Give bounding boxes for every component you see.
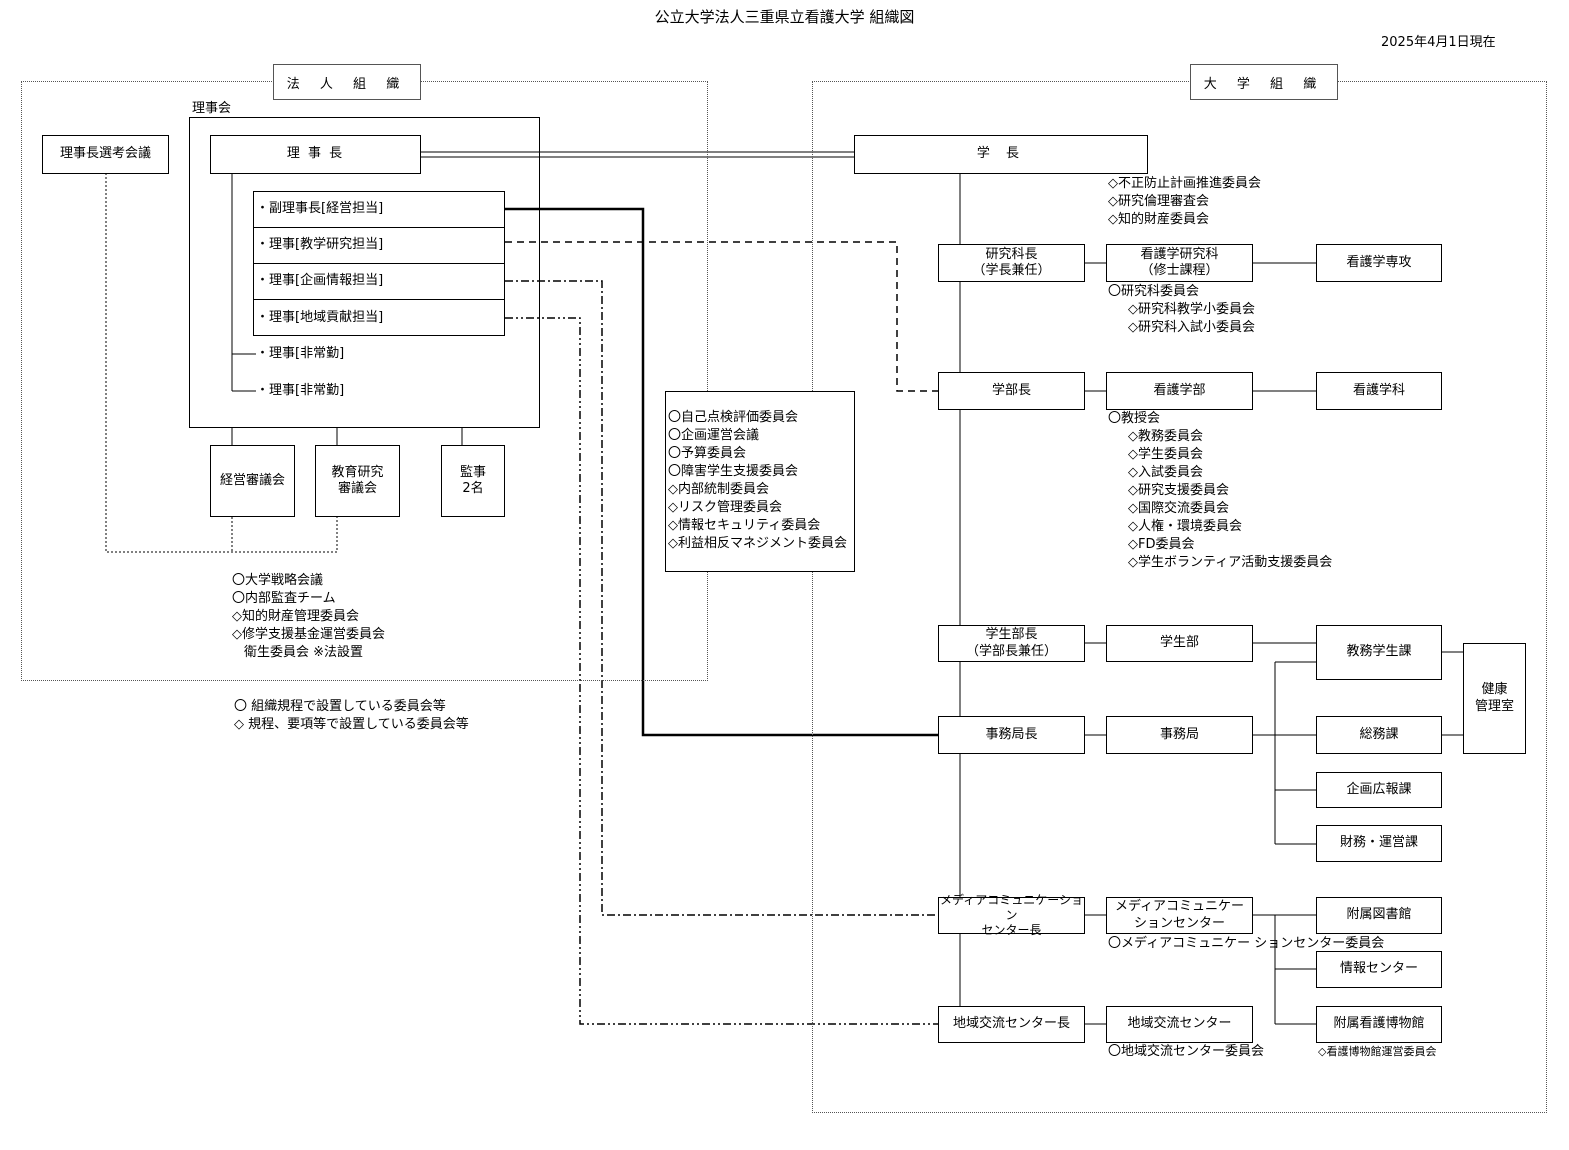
auditor: 監事 2名 — [441, 445, 505, 517]
univ-frame — [812, 81, 1547, 1113]
univ-label: 大 学 組 織 — [1190, 64, 1338, 100]
member-parttime-1: ・理事[非常勤] — [256, 346, 345, 361]
department: 看護学科 — [1316, 372, 1442, 410]
faculty-dean: 学部長 — [938, 372, 1085, 410]
education-council: 教育研究 審議会 — [315, 445, 400, 517]
committee-item: ◇学生ボランティア活動支援委員会 — [1128, 555, 1333, 570]
page-title: 公立大学法人三重県立看護大学 組織図 — [654, 8, 915, 26]
finance: 財務・運営課 — [1316, 825, 1442, 862]
corp-committee: 〇大学戦略会議 — [232, 573, 324, 588]
grad-school: 看護学研究科 （修士課程） — [1106, 244, 1253, 282]
committee-item: 〇企画運営会議 — [668, 428, 760, 443]
regional-head: 地域交流センター長 — [938, 1006, 1085, 1043]
grad-dean: 研究科長 （学長兼任） — [938, 244, 1085, 282]
committee-item: ◇人権・環境委員会 — [1128, 519, 1242, 534]
committee-item: 〇研究科委員会 — [1108, 284, 1200, 299]
committee-item: 〇障害学生支援委員会 — [668, 464, 799, 479]
committee-item: ◇国際交流委員会 — [1128, 501, 1229, 516]
student-division: 学生部 — [1106, 625, 1253, 662]
museum: 附属看護博物館 — [1316, 1006, 1442, 1043]
media-center: メディアコミュニケー ションセンター — [1106, 897, 1253, 934]
committee-item: ◇不正防止計画推進委員会 — [1108, 176, 1261, 191]
committee-item: ◇研究支援委員会 — [1128, 483, 1229, 498]
legend-diamond: ◇ 規程、要項等で設置している委員会等 — [234, 717, 469, 732]
member-education: ・理事[教学研究担当] — [256, 237, 384, 252]
health-center: 健康 管理室 — [1463, 643, 1526, 754]
selection-committee: 理事長選考会議 — [42, 135, 169, 174]
board-label: 理事会 — [192, 101, 232, 116]
as-of-date: 2025年4月1日現在 — [1381, 35, 1496, 50]
member-vice-chair: ・副理事長[経営担当] — [256, 201, 384, 216]
member-planning: ・理事[企画情報担当] — [256, 273, 384, 288]
office: 事務局 — [1106, 716, 1253, 754]
corp-committee: 衛生委員会 ※法設置 — [244, 645, 364, 660]
middle-committees: 〇自己点検評価委員会 〇企画運営会議 〇予算委員会 〇障害学生支援委員会 ◇内部… — [668, 409, 847, 553]
info-center: 情報センター — [1316, 951, 1442, 988]
committee-item: ◇研究科入試小委員会 — [1128, 320, 1255, 335]
corp-committees: 〇大学戦略会議 〇内部監査チーム ◇知的財産管理委員会 ◇修学支援基金運営委員会… — [232, 572, 385, 662]
member-regional: ・理事[地域貢献担当] — [256, 310, 384, 325]
committee-item: ◇教務委員会 — [1128, 429, 1203, 444]
committee-item: 〇予算委員会 — [668, 446, 747, 461]
committee-item: 〇教授会 — [1108, 411, 1161, 426]
president-box: 学 長 — [854, 135, 1148, 174]
committee-item: ◇内部統制委員会 — [668, 482, 769, 497]
committee-item: ◇利益相反マネジメント委員会 — [668, 536, 847, 551]
media-committee: 〇メディアコミュニケー ションセンター委員会 — [1108, 936, 1385, 951]
committee-item: ◇FD委員会 — [1128, 537, 1195, 552]
library: 附属図書館 — [1316, 897, 1442, 934]
committee-item: ◇知的財産委員会 — [1108, 212, 1209, 227]
regional-line — [505, 317, 938, 1025]
academic-affairs: 教務学生課 — [1316, 625, 1442, 680]
faculty: 看護学部 — [1106, 372, 1253, 410]
grad-committees: 〇研究科委員会 ◇研究科教学小委員会 ◇研究科入試小委員会 — [1108, 283, 1255, 337]
management-council: 経営審議会 — [210, 445, 295, 517]
regional-committee: 〇地域交流センター委員会 — [1108, 1044, 1265, 1059]
corp-committee: ◇知的財産管理委員会 — [232, 609, 359, 624]
grad-major: 看護学専攻 — [1316, 244, 1442, 282]
corp-label: 法 人 組 織 — [273, 64, 421, 100]
committee-item: ◇研究倫理審査会 — [1108, 194, 1209, 209]
general-affairs: 総務課 — [1316, 716, 1442, 754]
faculty-committees: 〇教授会 ◇教務委員会 ◇学生委員会 ◇入試委員会 ◇研究支援委員会 ◇国際交流… — [1108, 410, 1332, 572]
middle-committees-box — [665, 391, 855, 572]
legend-circle: 〇 組織規程で設置している委員会等 — [234, 699, 446, 714]
regional-center: 地域交流センター — [1106, 1006, 1253, 1043]
committee-item: ◇研究科教学小委員会 — [1128, 302, 1255, 317]
media-head: メディアコミュニケーション センター長 — [938, 893, 1085, 937]
office-head: 事務局長 — [938, 716, 1085, 754]
board-frame — [189, 117, 540, 428]
corp-committee: ◇修学支援基金運営委員会 — [232, 627, 385, 642]
committee-item: ◇入試委員会 — [1128, 465, 1203, 480]
corp-committee: 〇内部監査チーム — [232, 591, 336, 606]
president-committees: ◇不正防止計画推進委員会 ◇研究倫理審査会 ◇知的財産委員会 — [1108, 175, 1261, 229]
student-dean: 学生部長 （学部長兼任） — [938, 625, 1085, 662]
chair-box: 理 事 長 — [210, 135, 421, 174]
education-line — [505, 241, 938, 392]
committee-item: 〇自己点検評価委員会 — [668, 410, 799, 425]
vice-chair-line — [505, 207, 938, 737]
legend: 〇 組織規程で設置している委員会等 ◇ 規程、要項等で設置している委員会等 — [234, 698, 469, 734]
committee-item: ◇リスク管理委員会 — [668, 500, 782, 515]
museum-committee: ◇看護博物館運営委員会 — [1318, 1045, 1437, 1058]
planning-line — [505, 280, 938, 916]
committee-item: ◇情報セキュリティ委員会 — [668, 518, 821, 533]
committee-item: ◇学生委員会 — [1128, 447, 1203, 462]
planning-pr: 企画広報課 — [1316, 772, 1442, 808]
member-parttime-2: ・理事[非常勤] — [256, 383, 345, 398]
